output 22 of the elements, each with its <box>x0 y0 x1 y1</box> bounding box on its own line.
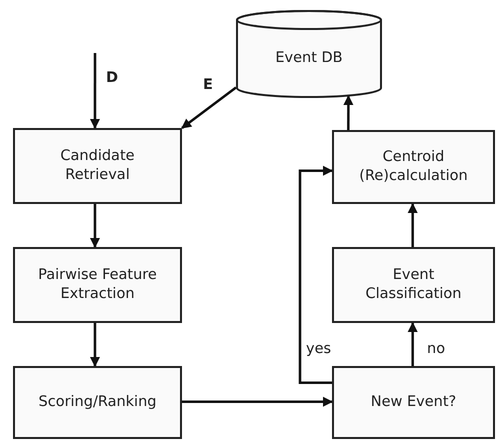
process-box <box>332 130 495 204</box>
node-label: Event DB <box>275 48 343 68</box>
node-label: New Event? <box>370 393 456 412</box>
arrow <box>408 203 418 247</box>
process-box <box>332 247 495 323</box>
arrow <box>298 166 333 384</box>
node-label: Event Classification <box>364 266 462 304</box>
process-box <box>332 366 495 439</box>
process-box <box>13 247 182 323</box>
node-label: Candidate Retrieval <box>59 147 136 185</box>
arrow <box>90 53 100 129</box>
process-box <box>13 128 182 204</box>
arrow <box>90 323 100 367</box>
arrow <box>182 396 333 407</box>
arrow <box>408 322 418 366</box>
node-label: Centroid (Re)calculation <box>358 148 469 186</box>
process-box <box>13 366 182 439</box>
node-label: Scoring/Ranking <box>38 393 156 412</box>
arrow <box>343 95 354 130</box>
node-label: Pairwise Feature Extraction <box>37 266 158 304</box>
arrow <box>181 86 237 129</box>
arrow <box>90 204 100 248</box>
